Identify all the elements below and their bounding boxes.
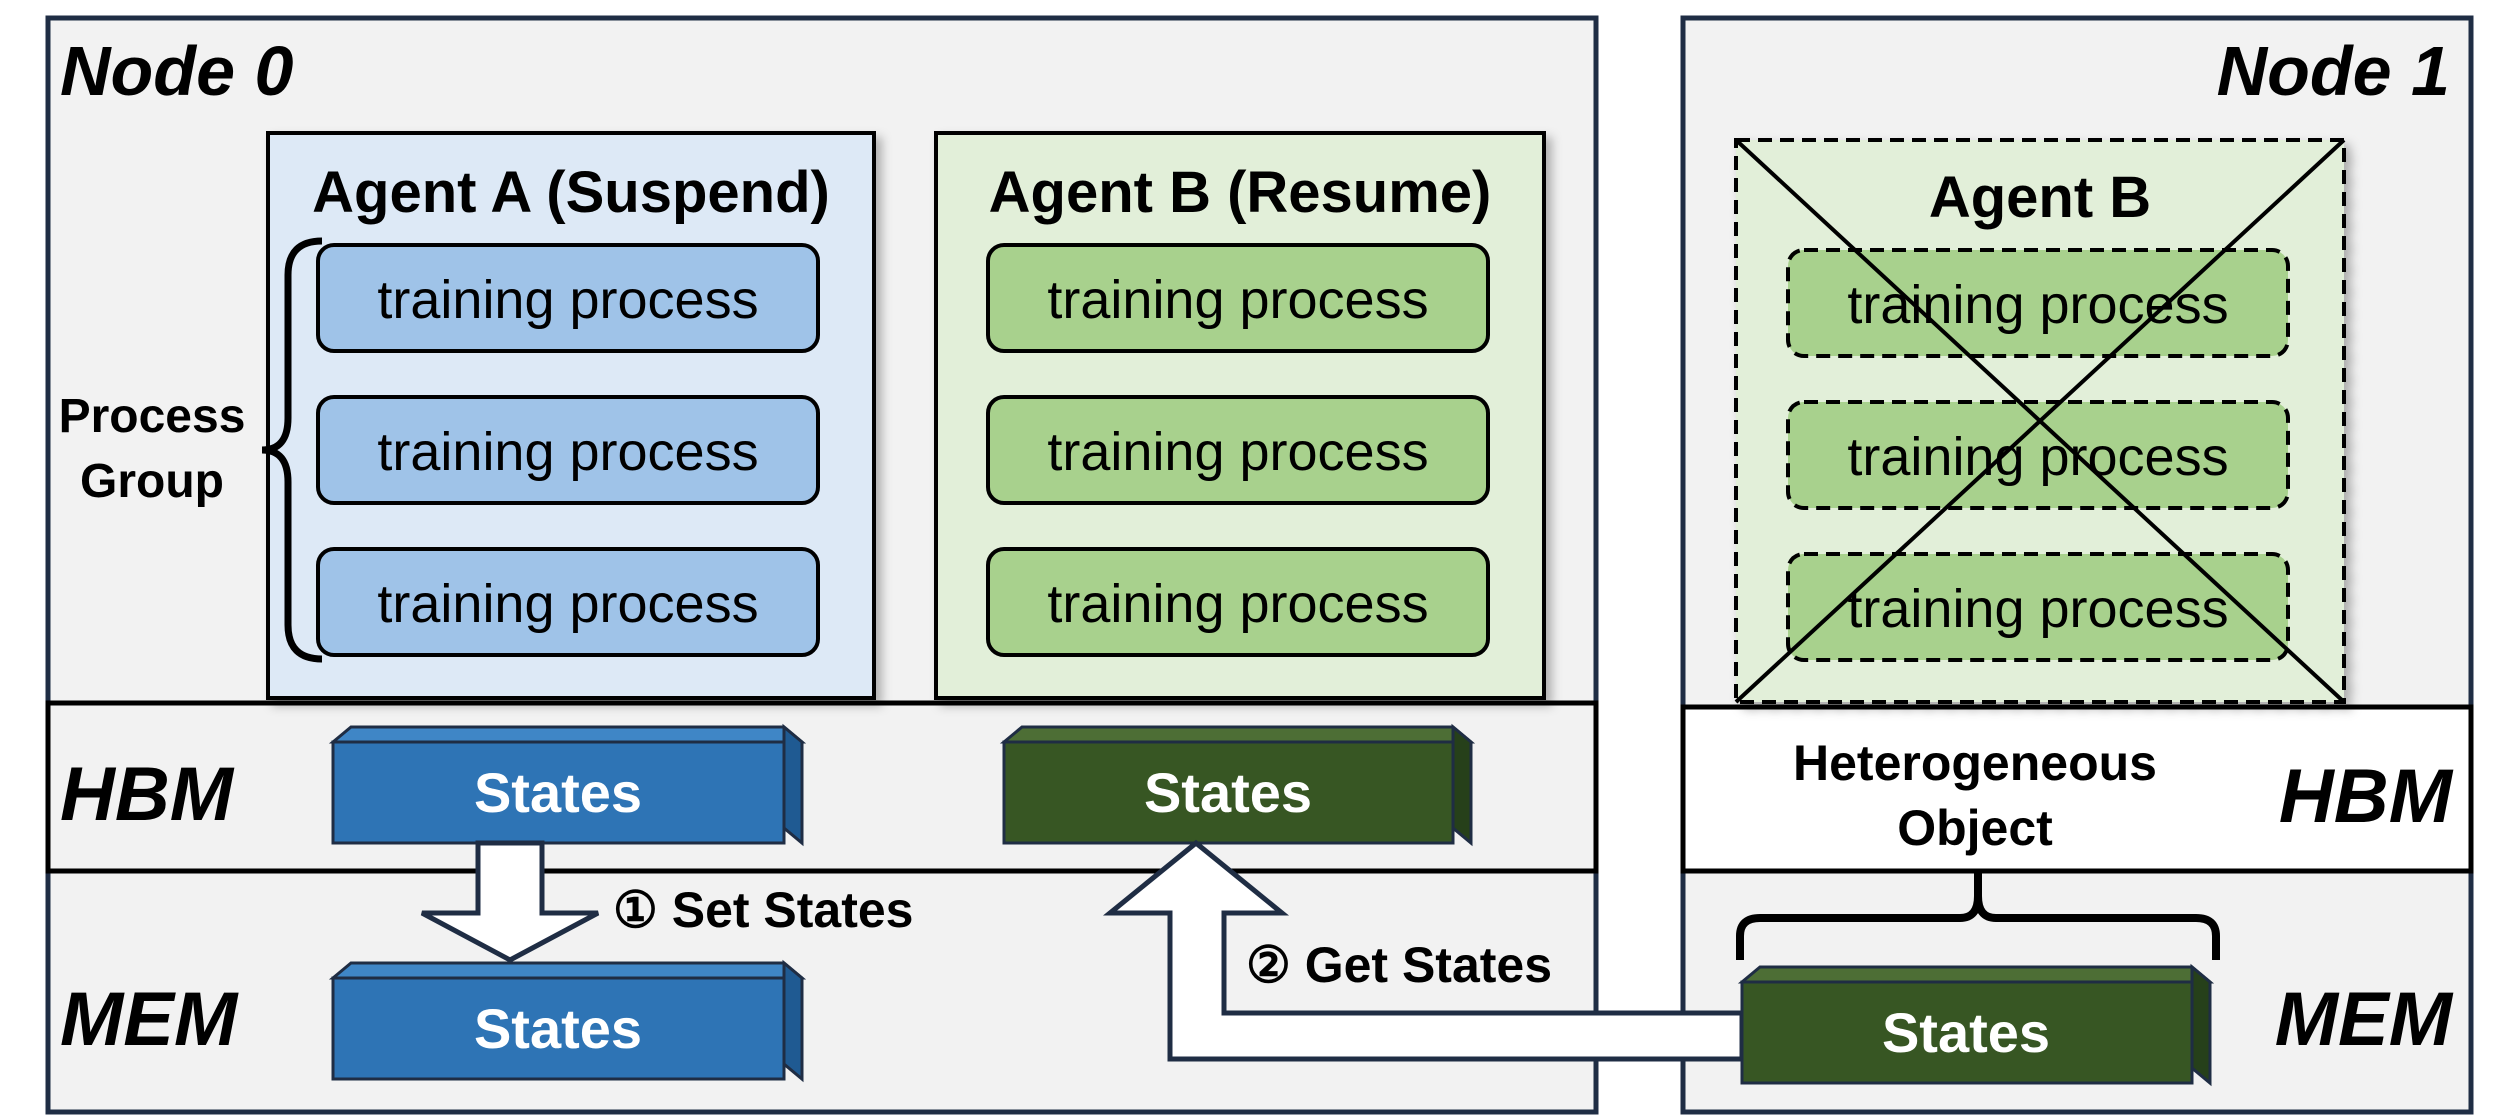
agent-b-process-3: training process [986, 547, 1490, 657]
agent-a-process-1: training process [316, 243, 820, 353]
agent-a-title: Agent A (Suspend) [312, 160, 830, 225]
process-label: training process [1047, 574, 1428, 634]
process-label: training process [1847, 427, 2228, 487]
agent-a-process-2: training process [316, 395, 820, 505]
process-label: training process [377, 574, 758, 634]
set-states-arrow: ① Set States [420, 840, 914, 963]
agent-a-mem-states: States [328, 959, 807, 1083]
step-1-label: ① Set States [613, 882, 914, 938]
node-0-hbm-label: HBM [60, 752, 235, 837]
node-1-agent-b-title: Agent B [1929, 165, 2151, 230]
node-1-hbm-band [1680, 704, 2474, 874]
hetero-label-line2: Object [1897, 800, 2053, 856]
node-1-agent-b-process-2: training process [1786, 400, 2290, 510]
step-2-label: ② Get States [1246, 937, 1552, 993]
node-1-agent-b-process-3: training process [1786, 552, 2290, 662]
process-label: training process [377, 422, 758, 482]
states-label: States [1882, 1001, 2050, 1064]
process-label: training process [1047, 270, 1428, 330]
node-1-agent-b-process-1: training process [1786, 248, 2290, 358]
node-0-title: Node 0 [60, 32, 293, 110]
agent-b-box: Agent B (Resume) training process traini… [934, 131, 1546, 700]
hetero-label-line1: Heterogeneous [1793, 735, 2157, 791]
agent-b-title: Agent B (Resume) [989, 160, 1492, 225]
node-1-hbm-label: HBM [2279, 754, 2454, 839]
process-label: training process [1847, 579, 2228, 639]
process-group-label-line1: Process [59, 390, 246, 443]
process-group-label-line2: Group [80, 455, 224, 508]
states-label: States [1144, 761, 1312, 824]
get-states-arrow: ② Get States [1102, 839, 1745, 1062]
agent-b-hbm-states: States [999, 723, 1476, 847]
cross-line-2 [1734, 138, 2346, 704]
node-1-mem-label: MEM [2275, 977, 2454, 1062]
node-1-mem-states: States [1737, 963, 2215, 1087]
node-1-agent-b-box: Agent B training process training proces… [1734, 138, 2346, 704]
states-label: States [474, 997, 642, 1060]
agent-a-hbm-states: States [328, 723, 807, 847]
process-label: training process [1847, 275, 2228, 335]
process-group-brace: Process Group [59, 237, 323, 663]
states-label: States [474, 761, 642, 824]
hetero-object-bracket [1736, 872, 2220, 960]
process-label: training process [377, 270, 758, 330]
agent-a-process-3: training process [316, 547, 820, 657]
agent-b-process-2: training process [986, 395, 1490, 505]
process-label: training process [1047, 422, 1428, 482]
node-0-mem-label: MEM [60, 977, 239, 1062]
node-1-title: Node 1 [2217, 32, 2450, 110]
agent-a-box: Agent A (Suspend) training process train… [266, 131, 876, 700]
agent-b-process-1: training process [986, 243, 1490, 353]
